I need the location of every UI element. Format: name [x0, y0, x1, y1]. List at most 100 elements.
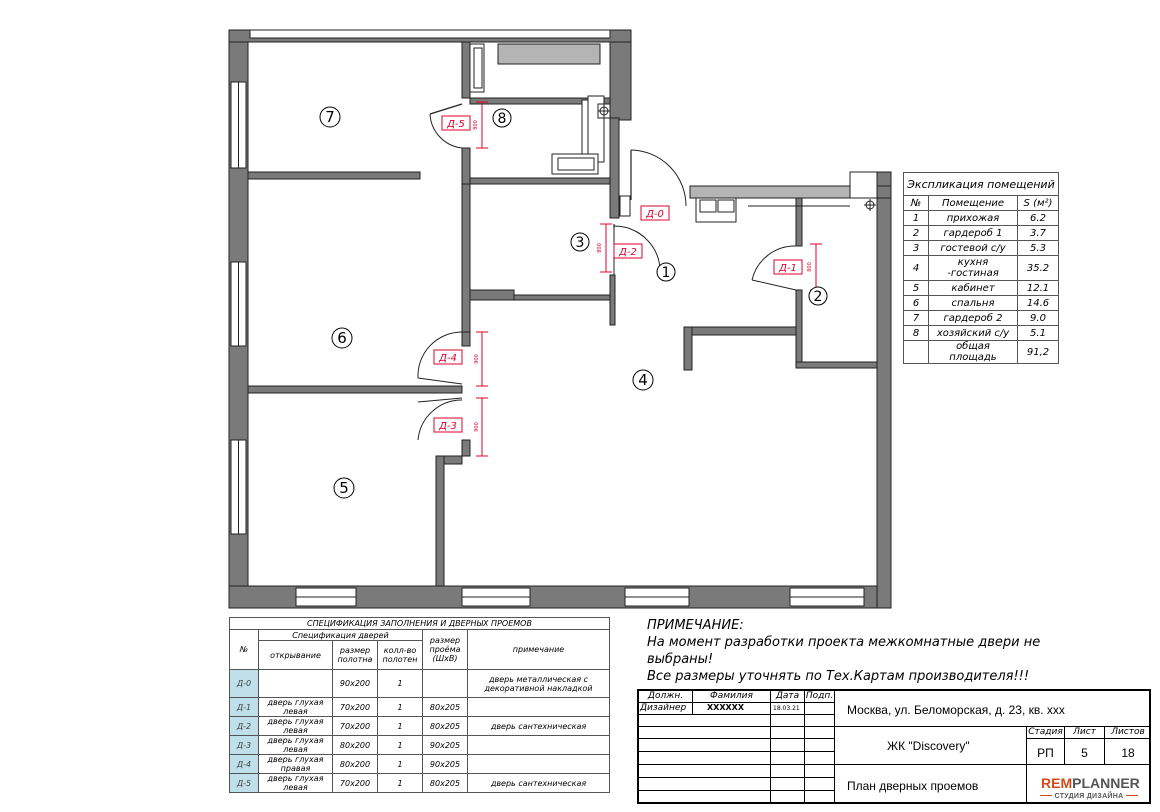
door-tag-box [613, 243, 643, 259]
room-number-circle [319, 106, 341, 128]
spec-header-group: Спецификация дверей [258, 629, 423, 641]
explication-title: Экспликация помещений [903, 172, 1059, 196]
note-block: ПРИМЕЧАНИЕ: На момент разработки проекта… [647, 617, 1040, 685]
room-number-marker: 6 [331, 327, 353, 349]
door-tag-label: Д-4 [438, 353, 457, 364]
room-number-label: 3 [576, 235, 585, 251]
door-tag-box [433, 349, 463, 365]
room-number-marker: 7 [319, 106, 341, 128]
room-number-marker: 4 [632, 369, 654, 391]
spec-cell: 1 [377, 735, 423, 755]
explication-header-room: Помещение [928, 195, 1018, 211]
total-label: общая площадь [928, 340, 1018, 364]
spec-cell: 70х200 [332, 697, 378, 717]
spec-cell: 90х205 [422, 735, 468, 755]
logo-text-planner: PLANNER [1072, 775, 1140, 791]
spec-cell: 1 [377, 716, 423, 736]
door-tags: Д-0Д-1Д-2Д-3Д-4Д-5 [433, 115, 803, 433]
room-number-circle [656, 262, 676, 282]
spec-header-opening: размер проёма (ШхВ) [422, 629, 468, 670]
spec-cell [422, 669, 468, 698]
door-tag-box [640, 205, 670, 221]
door-tag-label: Д-3 [438, 421, 457, 432]
stamp-empty [771, 791, 805, 804]
room-name: гардероб 2 [928, 310, 1018, 326]
spec-header-size: размер полотна [332, 640, 378, 670]
door-tag-box [441, 115, 471, 131]
stamp-empty [639, 765, 771, 778]
stamp-empty [639, 791, 771, 804]
door-tag-box [773, 259, 803, 275]
room-number-label: 2 [814, 289, 823, 305]
room-num: 5 [903, 280, 929, 296]
spec-cell: 80х205 [422, 716, 468, 736]
stamp-sheets: 18 [1105, 739, 1151, 765]
stamp-empty [771, 715, 805, 727]
explication-header-num: № [903, 195, 929, 211]
spec-cell [467, 735, 610, 755]
room-number-marker: 5 [333, 477, 355, 499]
stamp-empty [805, 715, 835, 727]
spec-header-count: колл-во полотен [377, 640, 423, 670]
door-tag: Д-5 [441, 115, 471, 131]
spec-cell [467, 697, 610, 717]
stamp-empty [771, 778, 805, 791]
room-name: гостевой с/у [928, 240, 1018, 256]
room-name: спальня [928, 295, 1018, 311]
dimension-lines [476, 101, 822, 457]
spec-cell: 1 [377, 773, 423, 793]
remplanner-logo: REMPLANNER СТУДИЯ ДИЗАЙНА [1027, 765, 1151, 804]
room-number-marker: 2 [808, 286, 828, 306]
room-area: 3.7 [1017, 225, 1059, 241]
door-code: Д-2 [229, 716, 259, 736]
room-name: кабинет [928, 280, 1018, 296]
stamp-empty [805, 727, 835, 739]
stamp-address: Москва, ул. Беломорская, д. 23, кв. ххх [835, 691, 1151, 727]
spec-cell: 70х200 [332, 716, 378, 736]
windows [230, 29, 865, 607]
stamp-empty [639, 727, 771, 739]
room-number-circle [492, 108, 512, 128]
spec-cell [467, 754, 610, 774]
room-number-label: 6 [337, 329, 347, 347]
stamp-header-sheet: Лист [1065, 727, 1105, 739]
spec-cell: 90х205 [422, 754, 468, 774]
stamp-header-date: Дата [771, 691, 805, 703]
spec-cell: 80х200 [332, 754, 378, 774]
spec-cell [258, 669, 333, 698]
stamp-header-sign: Подп. [805, 691, 835, 703]
stamp-sheet: 5 [1065, 739, 1105, 765]
room-num: 3 [903, 240, 929, 256]
door-tag-label: Д-1 [778, 263, 797, 274]
stamp-empty [771, 765, 805, 778]
door-tag: Д-0 [640, 205, 670, 221]
spec-header-num: № [229, 629, 259, 670]
room-num: 6 [903, 295, 929, 311]
spec-cell: дверь глухая правая [258, 754, 333, 774]
spec-header-open: открывание [258, 640, 333, 670]
room-area: 9.0 [1017, 310, 1059, 326]
spec-cell: дверь сантехническая [467, 716, 610, 736]
room-area: 5.3 [1017, 240, 1059, 256]
stamp-empty [805, 765, 835, 778]
note-line: Все размеры уточнять по Тех.Картам произ… [647, 669, 1030, 684]
door-spec-table: СПЕЦИФИКАЦИЯ ЗАПОЛНЕНИЯ И ДВЕРНЫХ ПРОЕМО… [229, 617, 610, 793]
room-name: кухня -гостиная [928, 255, 1018, 281]
room-number-marker: 3 [570, 232, 590, 252]
stamp-role: Дизайнер [639, 703, 693, 715]
spec-title: СПЕЦИФИКАЦИЯ ЗАПОЛНЕНИЯ И ДВЕРНЫХ ПРОЕМО… [229, 617, 610, 630]
stamp-name: XXXXXX [693, 703, 771, 715]
spec-cell: дверь глухая левая [258, 735, 333, 755]
title-block: Должн. Фамилия Дата Подп. Дизайнер XXXXX… [637, 689, 1151, 804]
stamp-empty [639, 715, 771, 727]
stamp-header-role: Должн. [639, 691, 693, 703]
stamp-empty [771, 752, 805, 765]
spec-cell: дверь металлическая с декоративной накла… [467, 669, 610, 698]
